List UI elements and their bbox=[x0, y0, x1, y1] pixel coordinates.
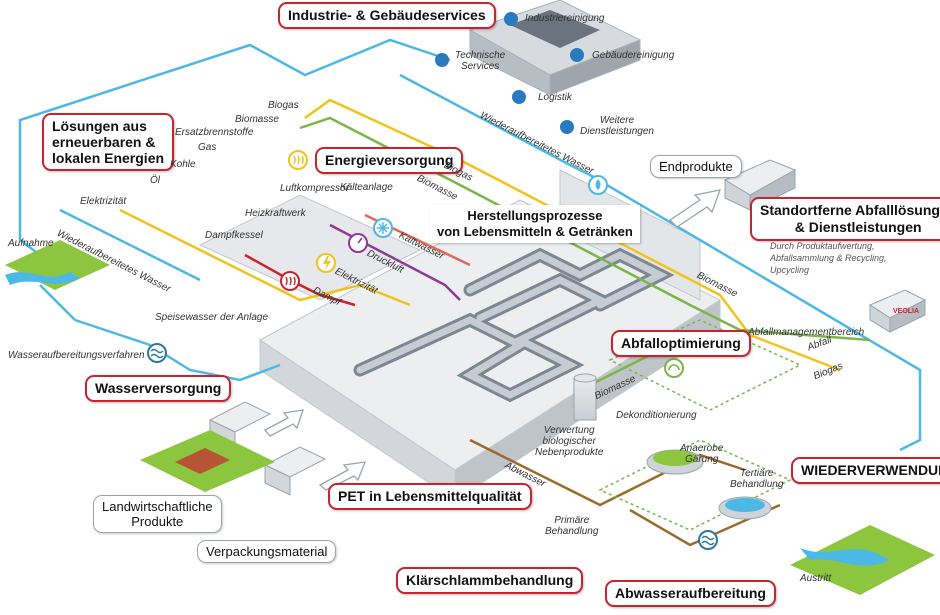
label-anaerobe-gaerung: Anaerobe Gärung bbox=[680, 443, 723, 465]
steam-line bbox=[244, 253, 356, 307]
digestion-basin bbox=[646, 449, 704, 475]
heading-loesungen-line2: erneuerbaren & bbox=[52, 134, 156, 150]
label-verwertung-line3: Nebenprodukte bbox=[535, 447, 604, 458]
label-anaerobe-line2: Gärung bbox=[685, 454, 719, 465]
label-industriereinigung: Industriereinigung bbox=[525, 13, 605, 24]
heading-herstellung: Herstellungsprozesse von Lebensmitteln &… bbox=[430, 205, 640, 243]
wastewater-wave-icon bbox=[698, 530, 718, 550]
label-luftkompressor: Luftkompressor bbox=[280, 183, 349, 194]
heading-industrie: Industrie- & Gebäudeservices bbox=[278, 2, 496, 29]
offsite-desc-line2: Abfallsammlung & Recycling, bbox=[770, 253, 887, 263]
farm-field bbox=[140, 430, 275, 492]
heading-abfalloptimierung: Abfalloptimierung bbox=[611, 330, 751, 357]
label-technische-line2: Services bbox=[460, 61, 500, 72]
label-biomasse-top: Biomasse bbox=[235, 114, 279, 125]
river-outlet bbox=[790, 525, 935, 595]
label-technische-services: Technische Services bbox=[455, 50, 505, 72]
label-speisewasser: Speisewasser der Anlage bbox=[155, 312, 269, 323]
heading-pet: PET in Lebensmittelqualität bbox=[328, 483, 532, 510]
heading-wiederverwendung: WIEDERVERWENDUNG bbox=[791, 457, 940, 484]
heading-loesungen: Lösungen aus erneuerbaren & lokalen Ener… bbox=[42, 113, 175, 171]
label-austritt: Austritt bbox=[800, 573, 832, 584]
heading-abwasser: Abwasseraufbereitung bbox=[605, 580, 776, 607]
tertiary-basin bbox=[718, 496, 772, 520]
label-abfallmanagementbereich: Abfallmanagementbereich bbox=[748, 327, 865, 338]
recycle-icon bbox=[664, 358, 684, 378]
label-gebaeudereinigung: Gebäudereinigung bbox=[592, 50, 675, 61]
label-dampfkessel: Dampfkessel bbox=[205, 230, 263, 241]
heading-standortferne: Standortferne Abfalllösungen & Dienstlei… bbox=[750, 197, 940, 241]
label-technische-line1: Technische bbox=[455, 50, 506, 61]
truck-endprodukte bbox=[723, 159, 797, 211]
label-ersatzbrennstoffe: Ersatzbrennstoffe bbox=[175, 127, 254, 138]
label-elektrizitaet-left: Elektrizität bbox=[80, 196, 127, 207]
heading-herstellung-line2: von Lebensmitteln & Getränken bbox=[437, 224, 633, 239]
snowflake-icon bbox=[373, 218, 393, 238]
heading-loesungen-line3: lokalen Energien bbox=[52, 150, 165, 166]
truck-left-2 bbox=[263, 446, 327, 496]
box-landwirtschaft-line1: Landwirtschaftliche bbox=[102, 499, 213, 514]
box-landwirtschaft: Landwirtschaftliche Produkte bbox=[93, 495, 222, 533]
label-primaere-line1: Primäre bbox=[554, 515, 590, 526]
label-tertiaere-behandlung: Tertiäre Behandlung bbox=[730, 468, 783, 490]
label-weitere-line2: Dienstleistungen bbox=[580, 126, 654, 137]
label-tertiaere-line2: Behandlung bbox=[730, 479, 784, 490]
heading-loesungen-line1: Lösungen aus bbox=[52, 118, 147, 134]
label-biogas-top: Biogas bbox=[268, 100, 299, 111]
label-tertiaere-line1: Tertiäre bbox=[739, 468, 774, 479]
truck-veolia bbox=[868, 289, 927, 333]
label-weitere-dienstleistungen: Weitere Dienstleistungen bbox=[580, 115, 654, 137]
label-kohle: Kohle bbox=[170, 159, 196, 170]
label-primaere-behandlung: Primäre Behandlung bbox=[545, 515, 598, 537]
label-oel: Öl bbox=[150, 175, 160, 186]
offsite-description: Durch Produktaufwertung, Abfallsammlung … bbox=[770, 240, 887, 276]
offsite-desc-line1: Durch Produktaufwertung, bbox=[770, 241, 875, 251]
label-verwertung-line1: Verwertung bbox=[543, 425, 595, 436]
label-anaerobe-line1: Anaerobe bbox=[680, 443, 724, 454]
label-verwertung-line2: biologischer bbox=[542, 436, 596, 447]
box-landwirtschaft-line2: Produkte bbox=[131, 514, 184, 529]
heading-wasserversorgung: Wasserversorgung bbox=[85, 375, 232, 402]
heading-standortferne-line2: & Dienstleistungen bbox=[794, 219, 922, 235]
label-dekonditionierung: Dekonditionierung bbox=[616, 410, 697, 421]
heading-klaerschlamm: Klärschlammbehandlung bbox=[396, 567, 584, 594]
river-intake bbox=[5, 240, 110, 290]
label-kaelteanlage: Kälteanlage bbox=[340, 182, 393, 193]
label-heizkraftwerk: Heizkraftwerk bbox=[245, 208, 306, 219]
heading-standortferne-line1: Standortferne Abfalllösungen bbox=[760, 202, 940, 218]
box-verpackung: Verpackungsmaterial bbox=[197, 540, 337, 563]
label-logistik: Logistik bbox=[538, 92, 572, 103]
biological-tank bbox=[573, 373, 597, 421]
energy-heat-icon bbox=[288, 150, 308, 170]
biomass-line bbox=[299, 116, 871, 387]
label-weitere-line1: Weitere bbox=[599, 115, 635, 126]
label-verwertung: Verwertung biologischer Nebenprodukte bbox=[535, 425, 603, 458]
flow-arrows bbox=[263, 189, 722, 491]
heading-herstellung-line1: Herstellungsprozesse bbox=[467, 208, 603, 223]
heading-energieversorgung: Energieversorgung bbox=[315, 147, 464, 174]
steam-icon bbox=[280, 271, 300, 291]
truck-brand-label: VEOLIA bbox=[893, 308, 920, 315]
water-lines bbox=[18, 38, 922, 452]
water-wave-icon bbox=[147, 343, 167, 363]
label-primaere-line2: Behandlung bbox=[545, 526, 599, 537]
lightning-icon bbox=[316, 253, 336, 273]
offsite-desc-line3: Upcycling bbox=[770, 265, 810, 275]
label-gas: Gas bbox=[198, 142, 217, 153]
box-endprodukte: Endprodukte bbox=[650, 155, 742, 178]
electricity-line bbox=[119, 208, 411, 307]
gauge-icon bbox=[348, 233, 368, 253]
service-icons bbox=[435, 12, 584, 134]
water-drop-icon bbox=[588, 175, 608, 195]
label-aufnahme: Aufnahme bbox=[8, 238, 54, 249]
compressed-air-line bbox=[329, 223, 461, 301]
label-wasseraufbereitungsverfahren: Wasseraufbereitungsverfahren bbox=[8, 350, 145, 361]
